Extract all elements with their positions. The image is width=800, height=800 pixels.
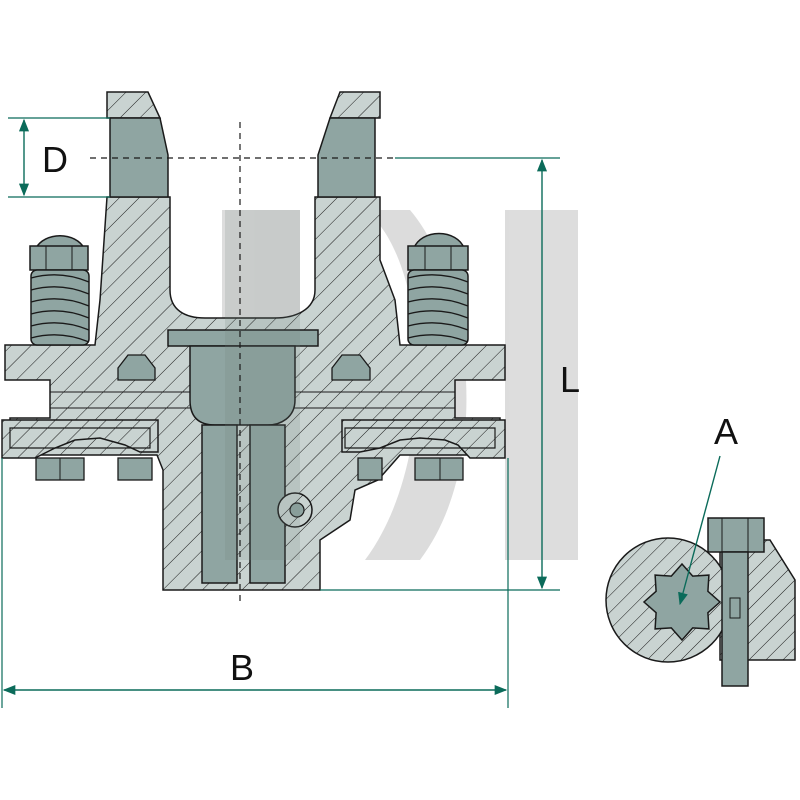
dimension-l: L xyxy=(320,157,580,591)
right-spring-bolt xyxy=(407,232,469,346)
label-b: B xyxy=(230,647,254,688)
flange-nuts xyxy=(35,354,464,481)
center-hub xyxy=(167,210,319,584)
dimension-d: D xyxy=(8,117,395,198)
detail-a-cross-section: A xyxy=(605,411,796,687)
label-d: D xyxy=(42,139,68,180)
label-l: L xyxy=(560,359,580,400)
left-spring-bolt xyxy=(29,235,90,346)
label-a: A xyxy=(714,411,738,452)
dimension-b: B xyxy=(1,458,509,708)
fork-arms xyxy=(109,117,376,198)
